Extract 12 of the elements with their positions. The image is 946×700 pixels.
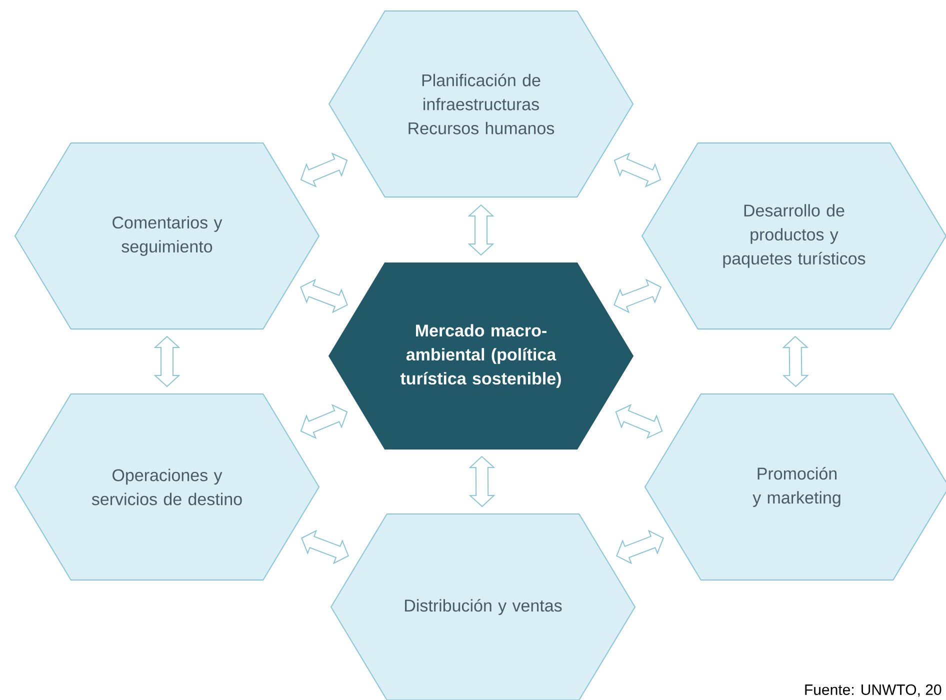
hexagon-box: Comentarios y seguimiento bbox=[14, 142, 320, 330]
center-hexagon: Mercado macro-ambiental (política turística sostenible) bbox=[328, 262, 634, 450]
hexagon-box: Planificación de infraestructuras Recursos humanos bbox=[328, 10, 634, 198]
double-arrow bbox=[300, 278, 348, 314]
source-note: Fuente: UNWTO, 20 bbox=[805, 684, 942, 697]
hexagon-box: Desarrollo de productos y paquetes turísticos bbox=[641, 142, 946, 330]
hexagon-box: Promoción y marketing bbox=[644, 394, 946, 580]
hexagon-box: Distribución y ventas bbox=[330, 514, 636, 700]
hexagon-box: Operaciones y servicios de destino bbox=[14, 394, 320, 580]
double-arrow bbox=[614, 152, 662, 188]
double-arrow bbox=[615, 404, 663, 439]
double-arrow bbox=[301, 530, 349, 564]
